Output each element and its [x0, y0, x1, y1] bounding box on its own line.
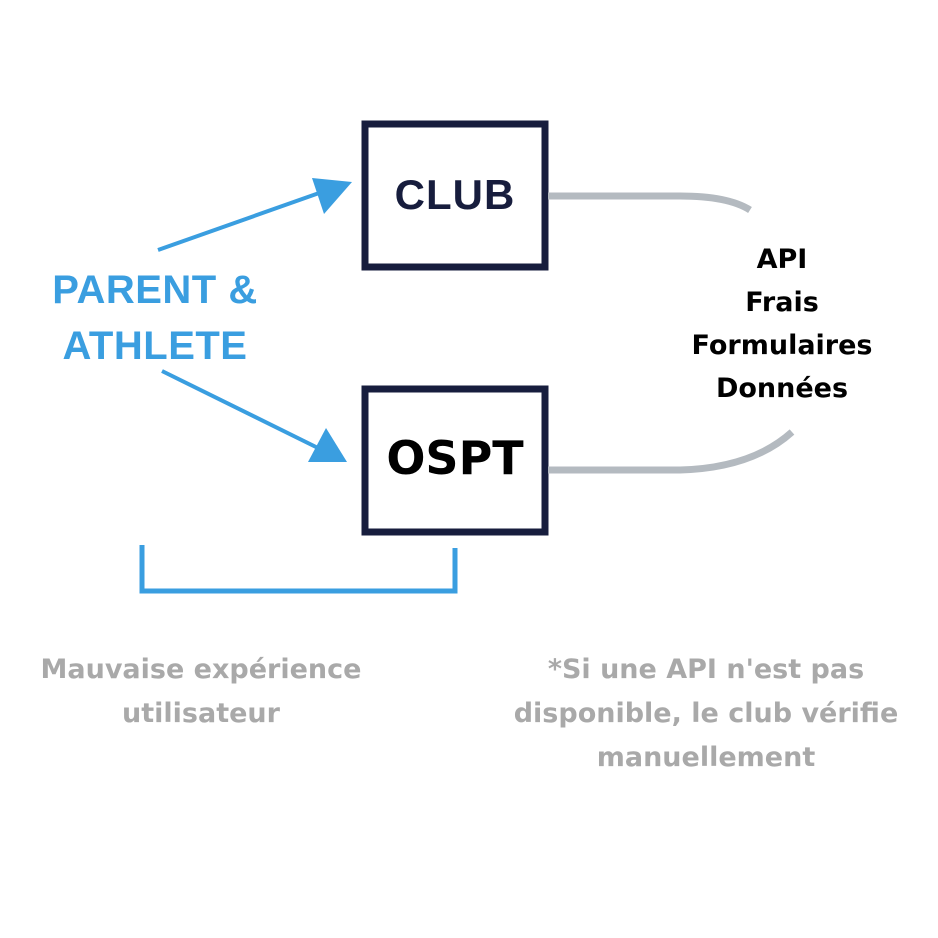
club-api-connector [548, 192, 752, 214]
api-list-item: Données [715, 373, 849, 404]
api-unavailable-note: *Si une API n'est pas disponible, le clu… [496, 648, 916, 780]
club-label: CLUB [395, 171, 516, 218]
api-list-item: Frais [745, 287, 819, 318]
note-line: Mauvaise expérience [40, 654, 362, 685]
api-list-item: API [756, 244, 808, 275]
api-list-item: Formulaires [691, 330, 873, 361]
arrow-to-ospt-head [308, 428, 347, 462]
parent-label-line: ATHLETE [62, 324, 248, 368]
arrow-to-club-head [312, 178, 352, 214]
ux-bracket [139, 545, 458, 594]
ospt-label: OSPT [386, 431, 524, 485]
arrow-to-club [157, 190, 323, 252]
note-line: utilisateur [122, 698, 280, 729]
note-line: disponible, le club vérifie [513, 698, 899, 729]
parent-athlete-label: PARENT & ATHLETE [30, 262, 280, 374]
parent-label-line: PARENT & [52, 268, 258, 312]
note-line: *Si une API n'est pas [547, 654, 865, 685]
api-list: API Frais Formulaires Données [672, 238, 892, 410]
ospt-api-connector [548, 429, 795, 474]
bad-ux-note: Mauvaise expérience utilisateur [20, 648, 382, 736]
ospt-box [361, 385, 549, 536]
club-box [361, 120, 549, 271]
note-line: manuellement [596, 742, 816, 773]
arrow-to-ospt [161, 369, 319, 450]
